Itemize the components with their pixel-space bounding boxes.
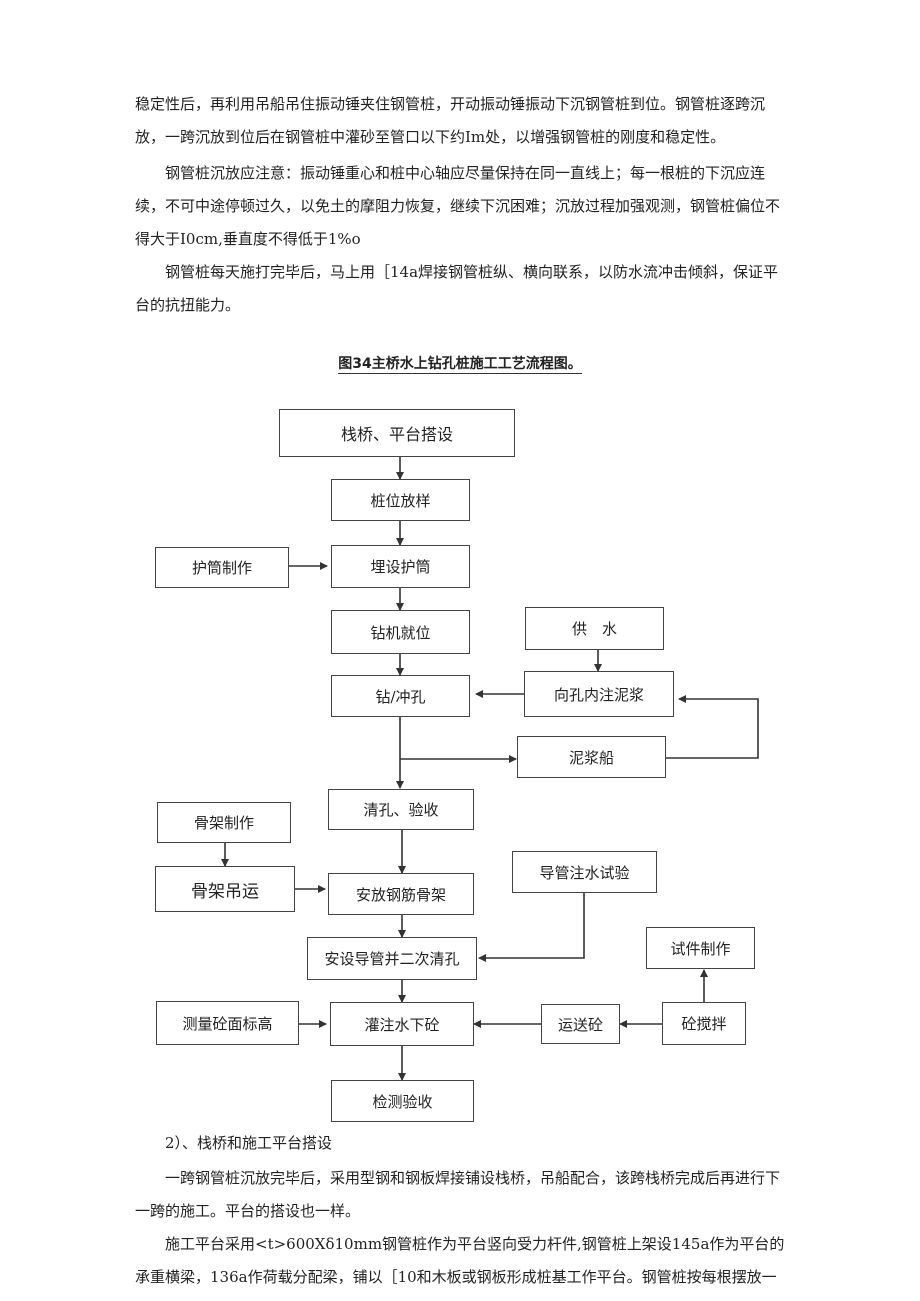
paragraph-1: 稳定性后，再利用吊船吊住振动锤夹住钢管桩，开动振动锤振动下沉钢管桩到位。钢管桩逐… xyxy=(135,95,766,146)
flow-step-rig-positioning: 钻机就位 xyxy=(331,610,470,654)
flow-step-water-supply: 供 水 xyxy=(525,607,664,650)
flow-step-cage-fabrication: 骨架制作 xyxy=(157,802,291,843)
flow-step-conduit-water-test: 导管注水试验 xyxy=(512,851,657,893)
paragraph-4: 一跨钢管桩沉放完毕后，采用型钢和钢板焊接铺设栈桥，吊船配合，该跨栈桥完成后再进行… xyxy=(135,1169,781,1220)
figure-caption: 图34主桥水上钻孔桩施工工艺流程图。 xyxy=(338,356,582,374)
flow-step-concrete-transport: 运送砼 xyxy=(541,1004,620,1044)
flow-step-drilling: 钻/冲孔 xyxy=(331,675,470,717)
paragraph-5: 施工平台采用<t>600Xδ10mm钢管桩作为平台竖向受力杆件,钢管桩上架设14… xyxy=(135,1235,785,1286)
flow-step-casing-fabrication: 护筒制作 xyxy=(155,547,289,588)
paragraph-3: 钢管桩每天施打完毕后，马上用［14a焊接钢管桩纵、横向联系，以防水流冲击倾斜，保… xyxy=(135,263,779,314)
flow-step-embed-casing: 埋设护筒 xyxy=(331,545,470,588)
flow-step-place-cage: 安放钢筋骨架 xyxy=(328,873,474,915)
flow-step-concrete-mixing: 砼搅拌 xyxy=(662,1002,746,1045)
flow-step-underwater-pour: 灌注水下砼 xyxy=(330,1002,474,1046)
flow-step-install-conduit: 安设导管并二次清孔 xyxy=(307,937,477,980)
flow-step-mud-barge: 泥浆船 xyxy=(517,736,666,778)
flow-step-hole-cleaning: 清孔、验收 xyxy=(328,789,474,830)
flow-step-specimen-making: 试件制作 xyxy=(646,927,755,969)
flow-step-pile-layout: 桩位放样 xyxy=(331,479,470,521)
flow-step-measure-elevation: 测量砼面标高 xyxy=(156,1001,299,1045)
section-subheading: 2）、栈桥和施工平台搭设 xyxy=(165,1134,333,1152)
flow-step-cage-hoisting: 骨架吊运 xyxy=(155,866,295,912)
flow-step-mud-injection: 向孔内注泥浆 xyxy=(524,671,674,717)
flow-step-trestle-platform: 栈桥、平台搭设 xyxy=(279,409,515,457)
paragraph-2: 钢管桩沉放应注意：振动锤重心和桩中心轴应尽量保持在同一直线上；每一根桩的下沉应连… xyxy=(135,164,781,248)
flow-step-inspection: 检测验收 xyxy=(331,1080,474,1122)
